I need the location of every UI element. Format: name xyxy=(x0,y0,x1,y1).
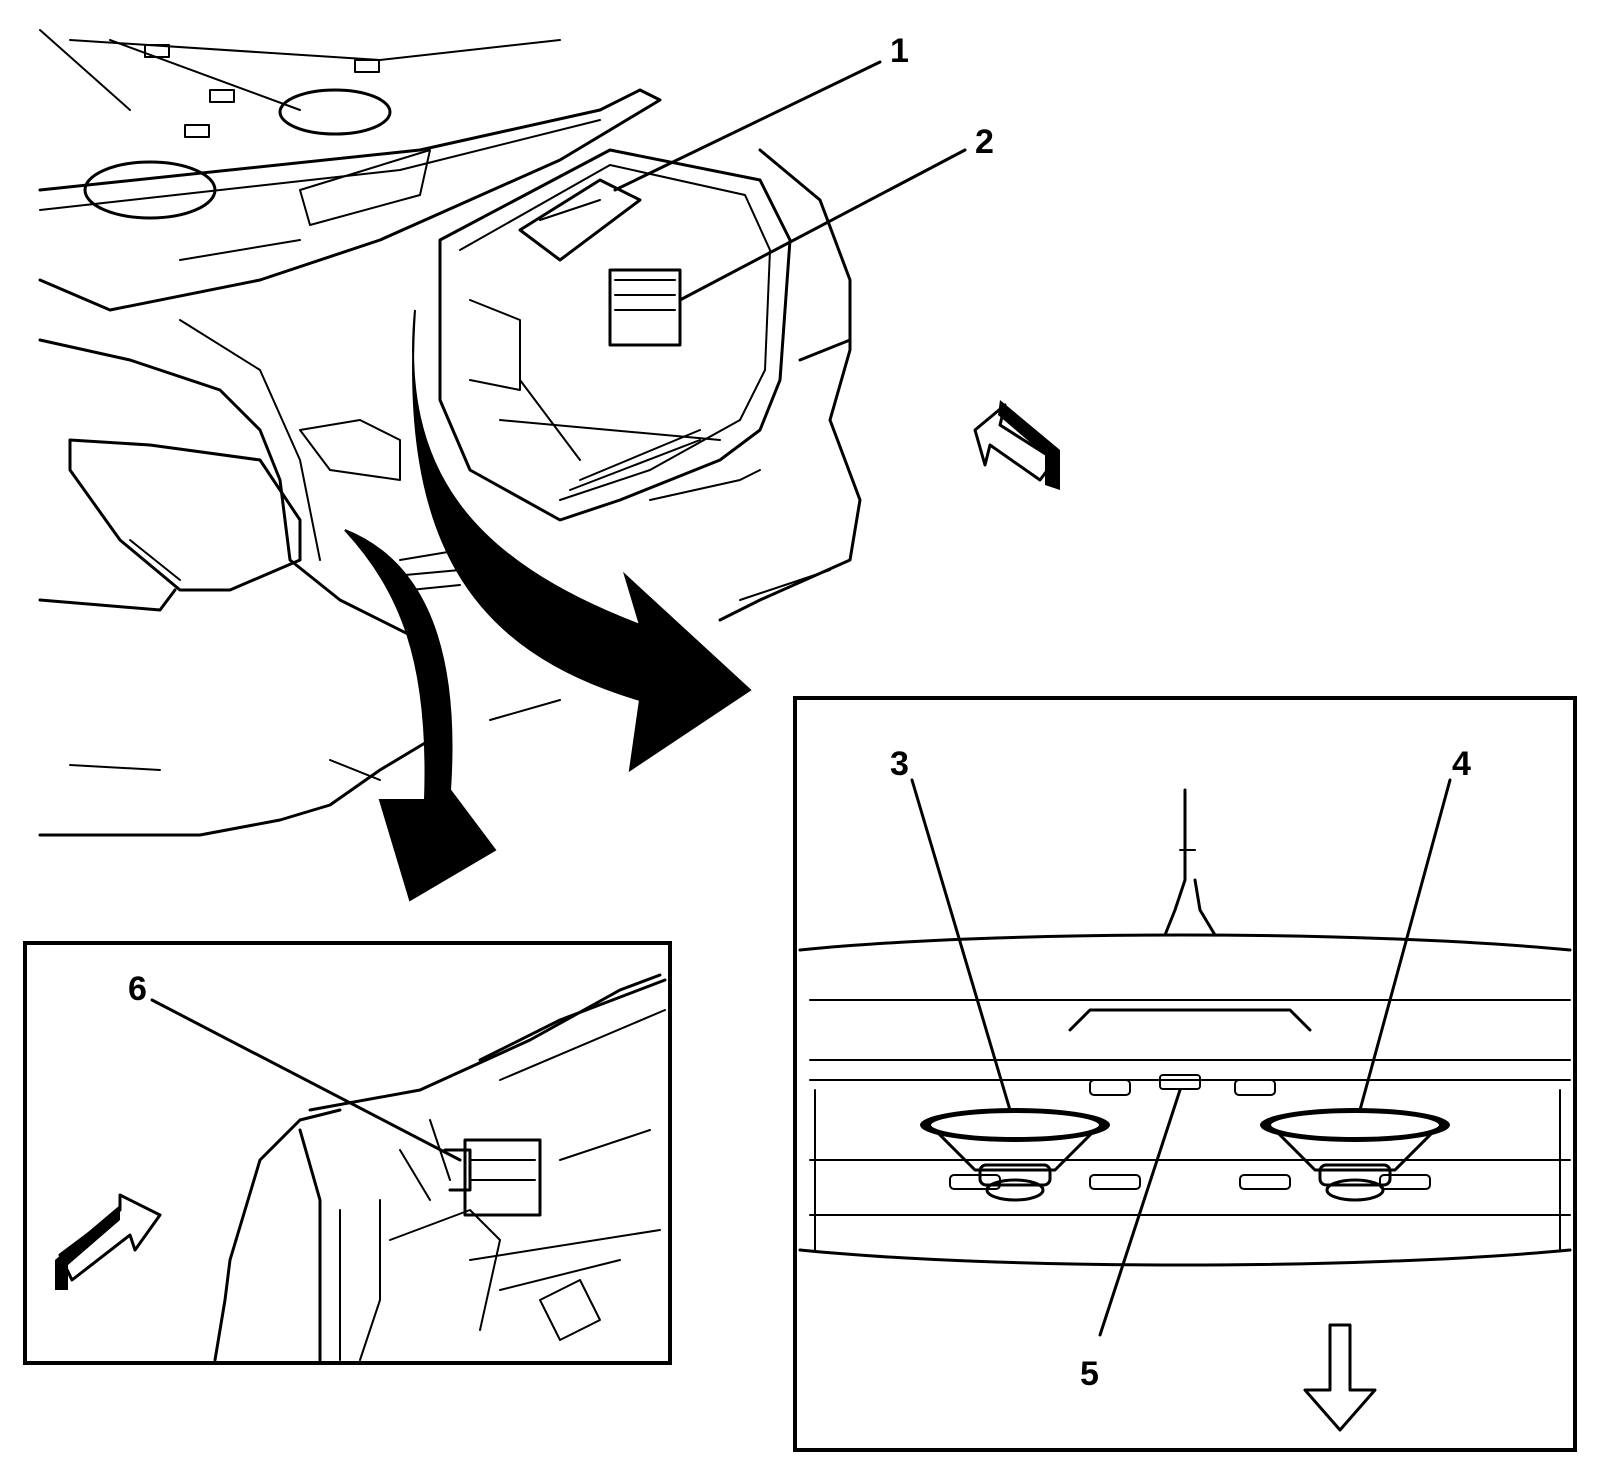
callout-2: 2 xyxy=(678,123,994,302)
callout-4-label: 4 xyxy=(1452,745,1471,783)
slot-5 xyxy=(1159,1074,1201,1090)
speaker-detail-view: 3 4 5 xyxy=(793,696,1577,1452)
zoom-arrows xyxy=(344,309,752,902)
arrow-to-speaker-view xyxy=(412,309,752,773)
shelf-speaker-left-outline xyxy=(83,160,217,220)
shelf-speaker-right-outline xyxy=(278,88,392,136)
module-6-box xyxy=(463,1138,542,1217)
tail-lamp-outline xyxy=(68,438,302,592)
speaker-3 xyxy=(920,1108,1110,1202)
view-direction-arrow xyxy=(973,400,1060,490)
module-2-box xyxy=(608,268,682,347)
module-view-arrow-shadow xyxy=(55,1205,120,1290)
callout-3-label: 3 xyxy=(890,745,909,783)
callout-6-label: 6 xyxy=(128,970,147,1008)
speaker-detail-frame xyxy=(793,696,1577,1452)
down-arrow-icon xyxy=(1303,1323,1377,1432)
module-view-arrow-icon xyxy=(58,1193,162,1282)
callout-1-label: 1 xyxy=(890,32,909,70)
module-detail-view: 6 xyxy=(23,941,672,1365)
callout-2-label: 2 xyxy=(975,123,994,161)
vehicle-rear-view xyxy=(38,29,862,837)
callout-5-label: 5 xyxy=(1080,1355,1099,1393)
callout-1: 1 xyxy=(613,32,909,192)
module-detail-frame xyxy=(23,941,672,1365)
arrow-to-module-view xyxy=(344,529,497,902)
speaker-4 xyxy=(1260,1108,1450,1202)
